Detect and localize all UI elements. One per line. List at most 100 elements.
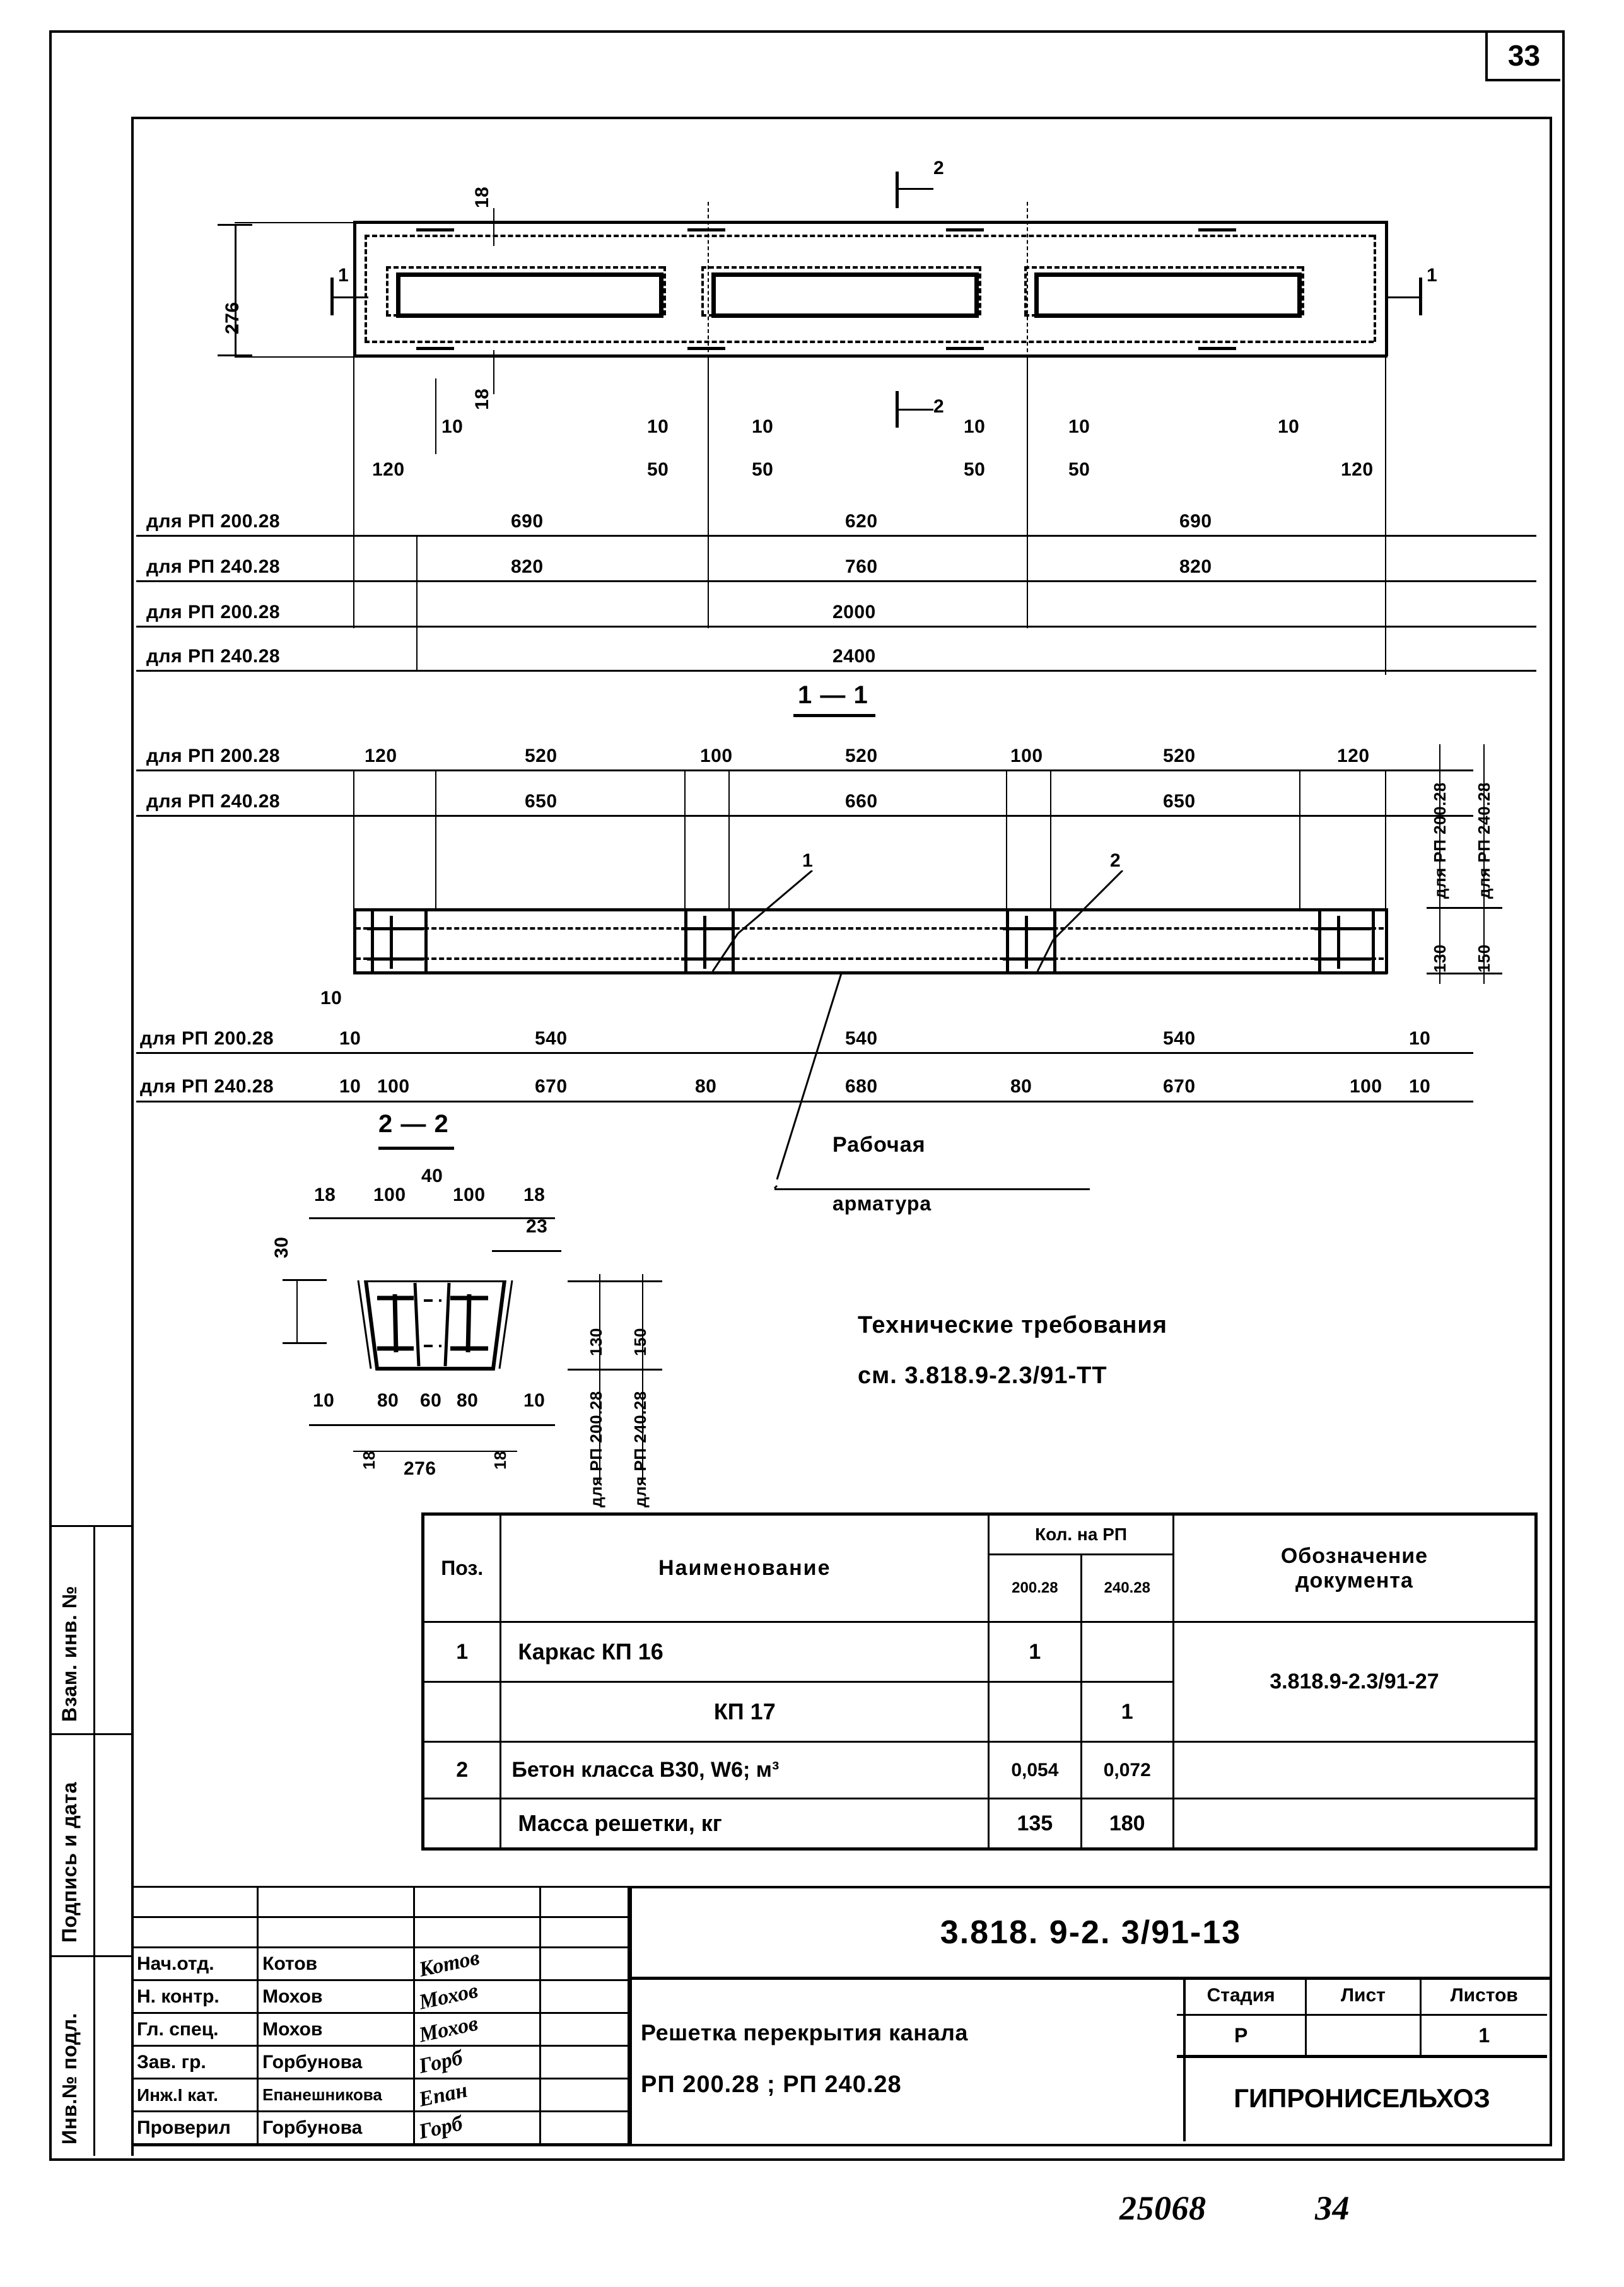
plan-dim-276-tick-top — [218, 224, 252, 226]
role-label-4: Инж.I кат. — [131, 2078, 259, 2112]
role-label-2: Гл. спец. — [131, 2012, 259, 2047]
plan-dimrow-label-2: для РП 240.28 — [146, 556, 281, 577]
plan-dimrow-1-v3: 690 — [1179, 511, 1212, 532]
s22-right-tick-1 — [568, 1280, 662, 1282]
role-date-1 — [539, 1979, 629, 2014]
plan-notch-bot-2 — [687, 347, 725, 350]
plan-dimtable-sep-d — [1385, 498, 1386, 675]
table-row: Инж.I кат. Епанешникова Епан — [131, 2078, 629, 2112]
s11-callout-1: 1 — [802, 850, 814, 871]
s11-top-edge — [353, 908, 1387, 911]
table-row: Зав. гр. Горбунова Горб — [131, 2045, 629, 2079]
s11-top2-660: 660 — [845, 791, 878, 812]
plan-dimrow-label-1: для РП 200.28 — [146, 511, 281, 532]
plan-dim-10-a: 10 — [441, 416, 464, 437]
plan-dim-276-ext-top — [235, 222, 361, 223]
plan-opening-2-dash-l — [701, 266, 704, 315]
s11-bot2-v3: 680 — [845, 1076, 878, 1097]
spec-row3-pos: 2 — [421, 1741, 502, 1799]
role-signature-1: Мохов — [413, 1979, 542, 2014]
plan-dashed-top — [365, 235, 1374, 237]
plan-secmark-1-right-arrow — [1385, 296, 1422, 298]
title-stage-header-2: Листов — [1421, 1977, 1547, 2016]
s11-ext-e — [1006, 769, 1007, 908]
s22-body — [357, 1280, 513, 1371]
s22-bottom-dimline — [309, 1424, 555, 1426]
title-stage-value-2: 1 — [1478, 2023, 1490, 2047]
spec-row2-qty-a — [988, 1681, 1082, 1743]
spec-header-qty: Кол. на РП — [988, 1513, 1174, 1555]
s11-bottom-edge — [353, 971, 1387, 974]
plan-dim-18-bottom-line — [493, 350, 494, 394]
spec-row2-pos — [421, 1681, 502, 1743]
role-name-2: Мохов — [257, 2012, 416, 2047]
plan-opening-1-dash-r — [663, 266, 666, 315]
title-stage-header-row: Стадия Лист Листов — [1177, 1977, 1547, 2016]
plan-notch-bot-3 — [946, 347, 984, 350]
role-label-5: Проверил — [131, 2110, 259, 2145]
s11-bot-10-top: 10 — [320, 988, 342, 1009]
s22-right-dimline-2 — [642, 1274, 643, 1482]
plan-dim-276-tick-bot — [218, 354, 252, 356]
s11-ext-c — [684, 769, 686, 908]
title-object-line1: Решетка перекрытия канала — [641, 2020, 968, 2045]
plan-centerline-2 — [1027, 202, 1028, 467]
plan-dimrow-rule-3 — [136, 626, 1536, 628]
plan-opening-2 — [711, 272, 979, 318]
spec-header-pos: Поз. — [421, 1513, 502, 1623]
spec-row4-pos — [421, 1798, 502, 1849]
sheet-page-number-box: 33 — [1485, 32, 1560, 81]
s22-right-dimline-1 — [599, 1274, 600, 1482]
plan-dashed-left — [365, 235, 367, 342]
role-signature-3: Горб — [413, 2045, 542, 2079]
plan-dim-120-right: 120 — [1341, 459, 1374, 480]
table-row: Масса решетки, кг 135 180 — [421, 1798, 1538, 1849]
section-1-1-title: 1 — 1 — [798, 681, 868, 709]
plan-dashed-right — [1374, 235, 1376, 342]
s11-bot2-v1: 670 — [535, 1076, 568, 1097]
spec-row1-qty-a: 1 — [988, 1621, 1082, 1683]
plan-dimrow-1-v2: 620 — [845, 511, 878, 532]
plan-notch-bot-1 — [416, 347, 454, 350]
s11-dashed-lower — [356, 957, 1384, 960]
plan-ext-3 — [708, 357, 709, 628]
sidebar-item-vzam: Взам. инв. № — [58, 1586, 81, 1722]
spec-header-doc: Обозначение документа — [1172, 1513, 1538, 1623]
spec-header-qty-a: 200.28 — [988, 1553, 1082, 1623]
s22-left-30: 30 — [271, 1236, 292, 1258]
plan-dimtable-sep-c — [1027, 498, 1028, 580]
plan-dimrow-rule-1 — [136, 535, 1536, 537]
s11-callout-2-leader — [1036, 870, 1124, 972]
spec-header-doc-line1: Обозначение — [1280, 1543, 1428, 1568]
s22-bot-18r: 18 — [491, 1451, 510, 1470]
title-role-empty-row-2 — [131, 1916, 629, 1948]
table-row: 1 Каркас КП 16 1 3.818.9-2.3/91-27 — [421, 1621, 1538, 1743]
s22-bot-80b: 80 — [457, 1390, 479, 1411]
spec-header-doc-line2: документа — [1295, 1568, 1413, 1593]
s11-rebar-2c — [703, 916, 706, 969]
plan-dim-10-d: 10 — [964, 416, 986, 437]
spec-row2-name: КП 17 — [499, 1681, 990, 1743]
s11-right-tick-2 — [1427, 973, 1502, 974]
spec-header-qty-b: 240.28 — [1080, 1553, 1174, 1623]
plan-dim-50-c: 50 — [964, 459, 986, 480]
s22-right-value-2: 150 — [631, 1328, 650, 1356]
s11-rebar-1c — [390, 916, 393, 969]
plan-ext-4 — [1027, 357, 1028, 628]
s11-bot1-trail: 10 — [1409, 1028, 1431, 1049]
spec-header-name: Наименование — [499, 1513, 990, 1623]
title-role-empty-row-1 — [131, 1886, 629, 1918]
s11-top-120r: 120 — [1337, 746, 1370, 766]
sidebar-item-inv: Инв.№ подл. — [58, 2013, 81, 2144]
plan-secmark-1-right-label: 1 — [1427, 265, 1438, 286]
plan-dimrow-3-v1: 2000 — [832, 602, 876, 623]
plan-dimrow-2-v3: 820 — [1179, 556, 1212, 577]
s22-top-18l: 18 — [314, 1184, 336, 1205]
s22-30-line — [296, 1279, 298, 1342]
table-row: 2 Бетон класса В30, W6; м³ 0,054 0,072 — [421, 1741, 1538, 1799]
plan-notch-bot-4 — [1198, 347, 1236, 350]
s11-top-520c: 520 — [1163, 746, 1196, 766]
plan-opening-2-dash-top — [701, 266, 979, 269]
plan-dimtable-sep-e — [416, 580, 418, 672]
plan-dim-50-a: 50 — [647, 459, 669, 480]
